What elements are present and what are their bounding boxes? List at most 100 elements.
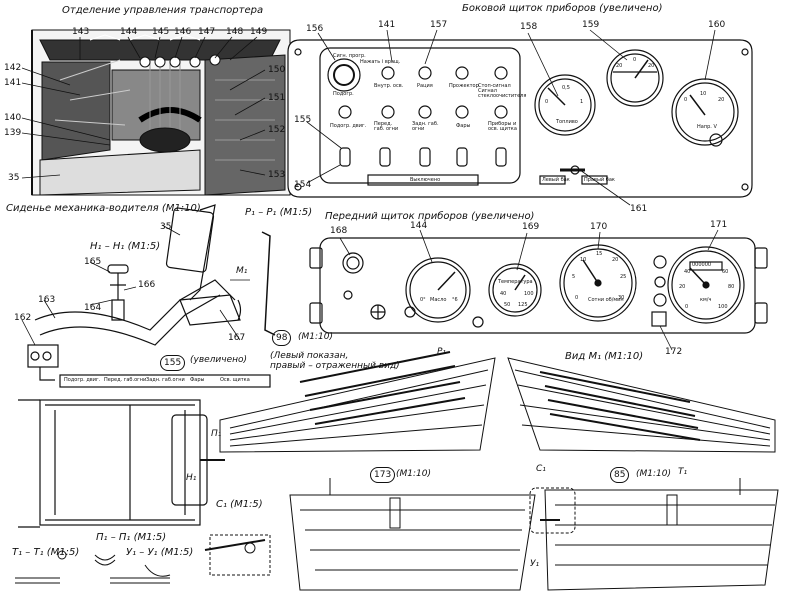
- fp-r15: 15: [596, 251, 603, 257]
- label-zadn: Задн. габ. огни: [412, 121, 439, 132]
- fp-t50: 50: [504, 302, 511, 308]
- g159-0: 0: [633, 57, 637, 63]
- callout-157: 157: [430, 20, 448, 30]
- label-radio: Рация: [417, 83, 433, 89]
- callout-161: 161: [630, 204, 648, 214]
- fp-kmh: км/ч: [700, 297, 712, 303]
- callout-152: 152: [268, 125, 286, 135]
- compartment-leaders: [21, 36, 266, 179]
- callout-159: 159: [582, 20, 600, 30]
- fp-r5: 5: [572, 274, 576, 280]
- g156-c: Подогр.: [333, 91, 354, 97]
- front-panel-leaders: [339, 229, 719, 351]
- g156-b: Сигн. прогр.: [333, 53, 366, 59]
- left-fender: [219, 351, 496, 453]
- fp-deg0: 0°: [420, 297, 426, 303]
- title-section-pi1: П₁ – П₁ (М1:5): [96, 532, 167, 543]
- marker-t1: T₁: [678, 467, 688, 477]
- bottom-fenders: [289, 478, 779, 591]
- title-section-c1: C₁ (М1:5): [216, 499, 263, 510]
- label-pribory: Приборы и осв. щитка: [488, 121, 517, 132]
- callout-145: 145: [152, 27, 170, 37]
- seat-frame: [18, 399, 225, 528]
- callout-148: 148: [226, 27, 244, 37]
- label-left-shown: (Левый показан,: [270, 351, 349, 361]
- g160-0: 0: [684, 97, 688, 103]
- label-part173: (М1:10): [396, 469, 431, 479]
- label-lever-l: Левый бак: [542, 177, 570, 183]
- callout-171: 171: [710, 220, 728, 230]
- fp-deg6: °6: [452, 297, 458, 303]
- title-section-t1: T₁ – T₁ (М1:5): [12, 547, 80, 558]
- marker-p1: P₁: [437, 347, 447, 357]
- callout-98: 98: [272, 330, 292, 346]
- driver-seat-drawing: [27, 204, 271, 388]
- callout-85: 85: [610, 467, 630, 483]
- small-sections: [15, 534, 271, 584]
- callout-151: 151: [268, 93, 286, 103]
- title-front-panel: Передний щиток приборов (увеличено): [325, 211, 535, 222]
- strip-a: Подогр. двиг.: [64, 377, 101, 383]
- label-lever-r: Правый бак: [584, 177, 615, 183]
- callout-165: 165: [84, 257, 102, 267]
- fp-k0: 0: [685, 304, 689, 310]
- title-section-h1: H₁ – H₁ (М1:5): [90, 241, 161, 252]
- label-vnutr: Внутр. осв.: [374, 83, 404, 89]
- title-side-panel: Боковой щиток приборов (увеличено): [462, 3, 663, 14]
- callout-163: 163: [38, 295, 56, 305]
- label-podogr: Подогр. двиг.: [330, 123, 367, 129]
- g160-20: 20: [718, 97, 725, 103]
- callout-144: 144: [120, 27, 138, 37]
- title-section-u1: У₁ – У₁ (М1:5): [126, 547, 194, 558]
- callout-144b: 144: [410, 221, 428, 231]
- strip-c: Задн. габ.огни: [146, 377, 185, 383]
- marker-u1: У₁: [530, 559, 540, 569]
- strip-d: Фары: [190, 377, 205, 383]
- callout-153: 153: [268, 170, 286, 180]
- callout-167: 167: [228, 333, 246, 343]
- callout-164: 164: [84, 303, 102, 313]
- callout-140: 140: [4, 113, 22, 123]
- callout-143: 143: [72, 27, 90, 37]
- callout-142: 142: [4, 63, 22, 73]
- fp-r30: 30: [618, 295, 625, 301]
- fp-t100: 100: [524, 291, 534, 297]
- fp-maslo: Масло: [430, 297, 447, 303]
- callout-169: 169: [522, 222, 540, 232]
- fp-k80: 80: [728, 284, 735, 290]
- callout-141: 141: [4, 78, 22, 88]
- g158-0: 0: [545, 99, 549, 105]
- label-part85: (М1:10): [636, 469, 671, 479]
- callout-158: 158: [520, 22, 538, 32]
- marker-c1: C₁: [536, 464, 546, 474]
- marker-m1: M₁: [236, 266, 248, 276]
- callout-141b: 141: [378, 20, 396, 30]
- label-fary: Фары: [456, 123, 471, 129]
- callout-149: 149: [250, 27, 268, 37]
- g158-1: 1: [580, 99, 584, 105]
- callout-35: 35: [8, 173, 20, 183]
- callout-162: 162: [14, 313, 32, 323]
- fp-k60: 60: [722, 269, 729, 275]
- title-control-compartment: Отделение управления транспортера: [62, 5, 264, 16]
- fp-r20: 20: [612, 257, 619, 263]
- g159-20: 20: [616, 63, 623, 69]
- callout-173: 173: [370, 467, 396, 483]
- fp-temp: Температура: [498, 279, 533, 285]
- seat-leaders: [21, 224, 241, 346]
- callout-172: 172: [665, 347, 683, 357]
- fp-k40: 40: [684, 269, 691, 275]
- callout-35b: 35: [160, 222, 172, 232]
- strip-e: Осв. щитка: [220, 377, 250, 383]
- fp-t125: 125: [518, 302, 528, 308]
- fp-t40: 40: [500, 291, 507, 297]
- callout-154: 154: [294, 180, 312, 190]
- callout-155b: 155: [160, 355, 186, 371]
- callout-155: 155: [294, 115, 312, 125]
- label-part98: (М1:10): [298, 332, 333, 342]
- g159-20b: 20: [648, 63, 655, 69]
- callout-150: 150: [268, 65, 286, 75]
- marker-h1: H₁: [186, 473, 197, 483]
- fp-odo: 000000: [692, 262, 712, 268]
- g160-10: 10: [700, 91, 707, 97]
